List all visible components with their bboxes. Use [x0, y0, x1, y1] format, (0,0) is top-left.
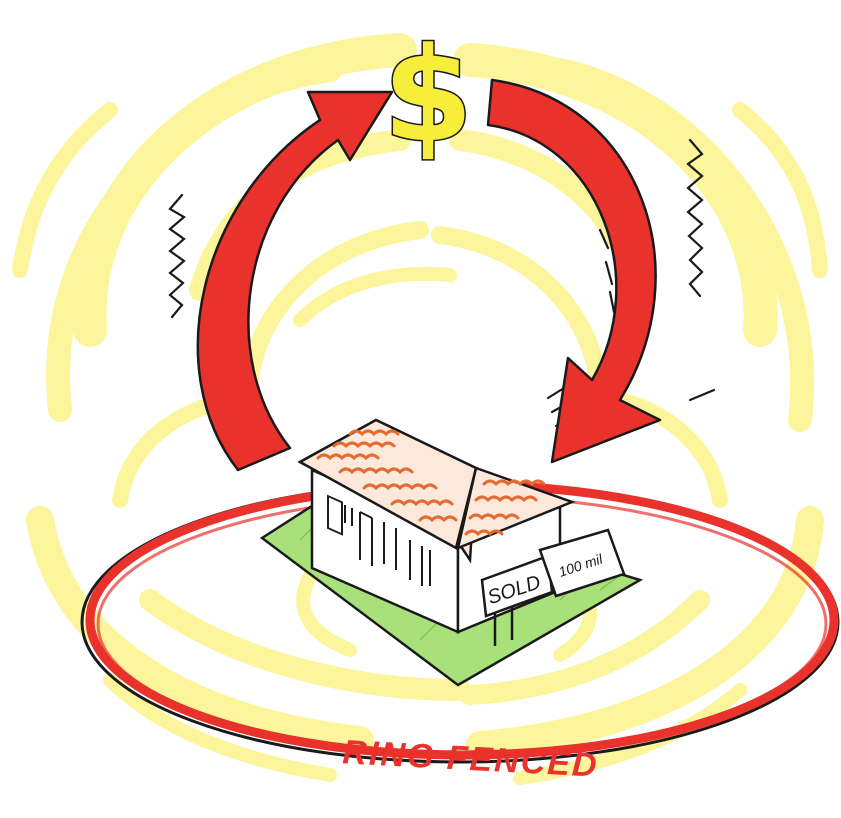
cycle-arrow-icon-return	[486, 78, 662, 464]
price-tag: 100 mil	[538, 528, 626, 598]
house-icon	[259, 418, 644, 687]
dollar-icon: $	[381, 18, 474, 173]
dollar-symbol: $	[383, 19, 473, 171]
yellow-swirl-background	[12, 33, 828, 785]
cycle-arrow-icon	[196, 90, 394, 472]
